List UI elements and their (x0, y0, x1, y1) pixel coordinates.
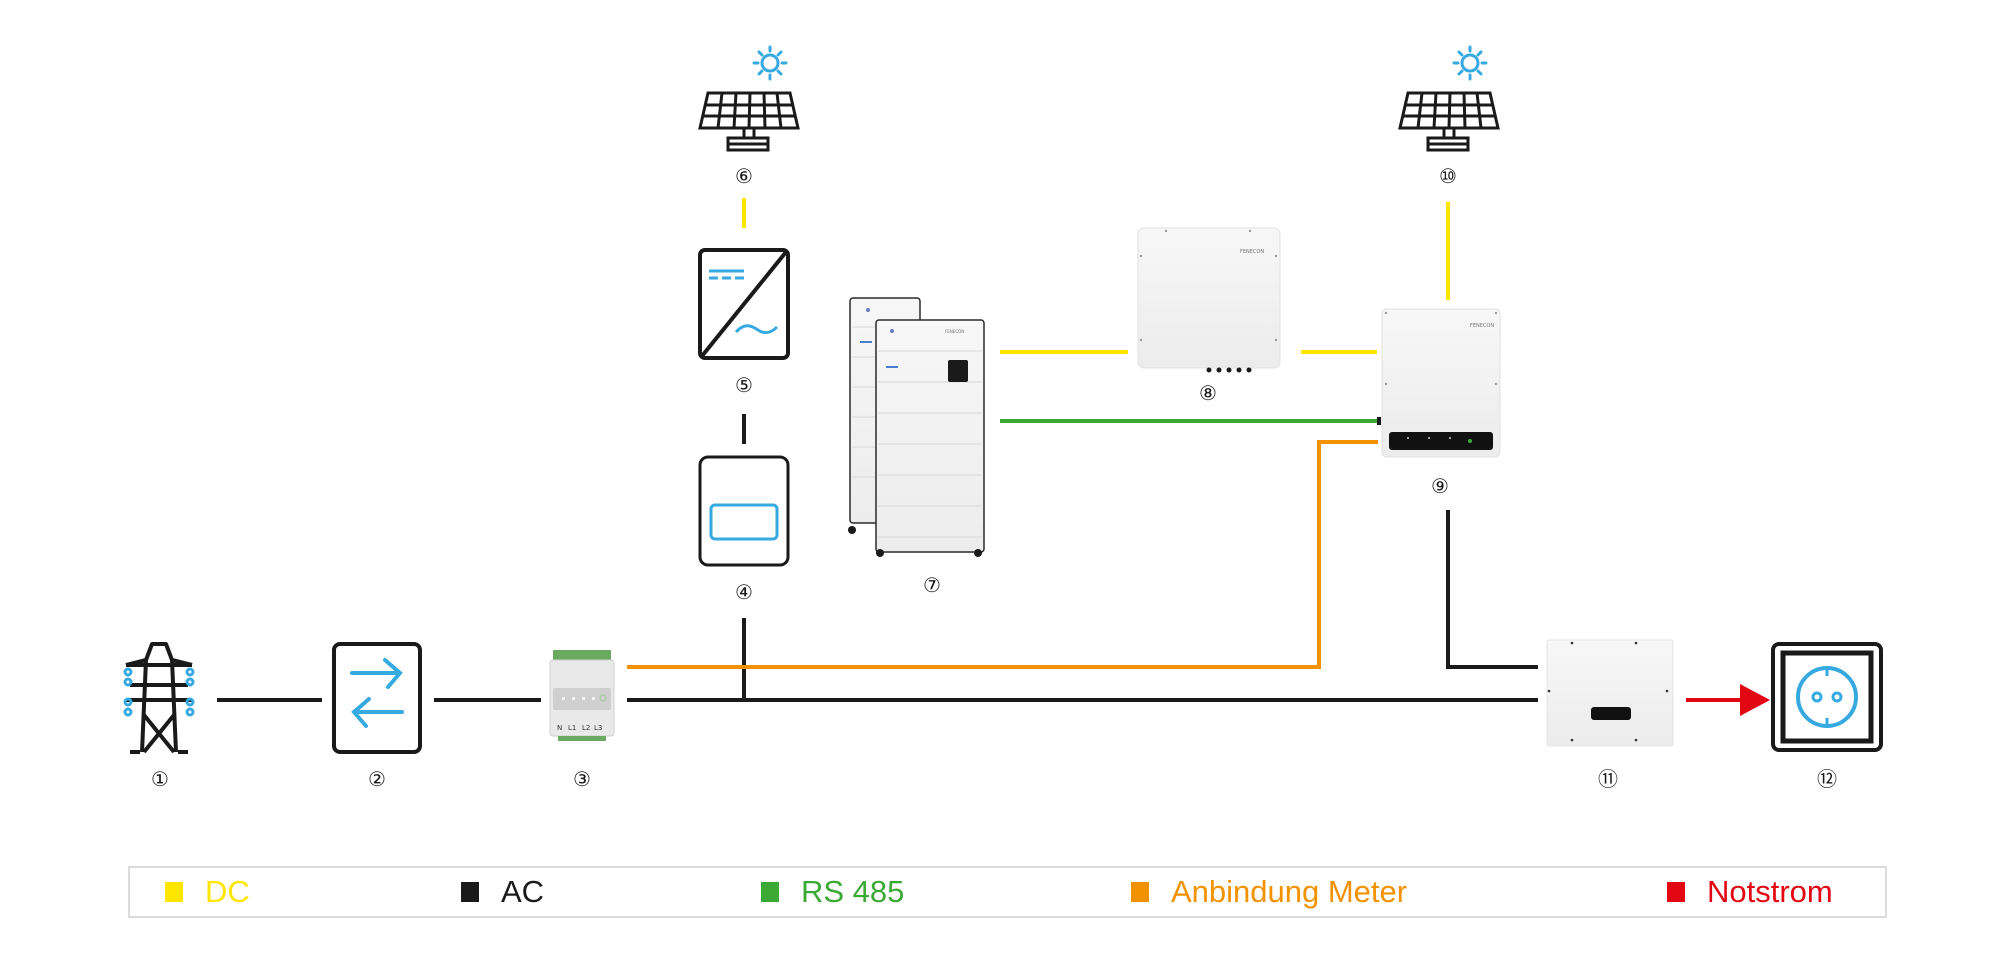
legend-label-meter: Anbindung Meter (1171, 874, 1408, 909)
legend-item-dc: DC (165, 868, 250, 916)
legend-item-rs485: RS 485 (761, 868, 904, 916)
legend-label-backup: Notstrom (1707, 874, 1833, 909)
legend-item-backup: Notstrom (1667, 868, 1833, 916)
legend-swatch-meter (1131, 882, 1149, 902)
component-number-9: ⑨ (1431, 474, 1449, 498)
legend-item-ac: AC (461, 868, 544, 916)
grid-pylon-icon (123, 642, 195, 754)
hybrid-inverter-brand: FENECON (1470, 323, 1494, 329)
legend-swatch-backup (1667, 882, 1685, 902)
pv-inverter-icon (698, 248, 790, 360)
component-number-12: ⑫ (1817, 767, 1837, 791)
component-number-1: ① (151, 767, 169, 791)
component-number-11: ⑪ (1598, 767, 1618, 791)
component-number-4: ④ (735, 580, 753, 604)
legend-item-meter: Anbindung Meter (1131, 868, 1407, 916)
meter-terminal-n: N (557, 724, 562, 732)
energy-meter-device: N L1 L2 L3 (549, 650, 615, 741)
legend-label-ac: AC (501, 874, 545, 909)
component-number-6: ⑥ (735, 164, 753, 188)
meter-box-icon (698, 455, 790, 567)
backup-box-device (1546, 639, 1674, 747)
solar-panel-icon-6 (698, 45, 800, 152)
legend-swatch-ac (461, 882, 479, 902)
component-number-5: ⑤ (735, 373, 753, 397)
component-number-2: ② (368, 767, 386, 791)
legend-swatch-dc (165, 882, 183, 902)
ac-line-9-11 (1446, 510, 1538, 669)
solar-panel-icon-10 (1398, 45, 1500, 152)
meter-terminal-l3: L3 (594, 724, 602, 732)
hybrid-inverter-device: FENECON (1377, 308, 1501, 458)
component-number-3: ③ (573, 767, 591, 791)
battery-inverter-device: FENECON (1137, 227, 1281, 373)
battery-inverter-brand: FENECON (1240, 249, 1264, 255)
sun-icon (1452, 45, 1488, 81)
backup-arrow-head (1740, 684, 1770, 716)
legend-label-rs485: RS 485 (801, 874, 905, 909)
bidirectional-meter-icon (332, 642, 422, 754)
battery-stack-device: FENECON (848, 297, 985, 557)
component-number-7: ⑦ (923, 573, 941, 597)
socket-icon (1771, 642, 1883, 752)
legend-label-dc: DC (205, 874, 250, 909)
meter-line-3-9 (627, 440, 1378, 669)
legend-swatch-rs485 (761, 882, 779, 902)
component-number-10: ⑩ (1439, 164, 1457, 188)
connections (217, 198, 1770, 716)
sun-icon (752, 45, 788, 81)
component-number-8: ⑧ (1199, 381, 1217, 405)
legend: DC AC RS 485 Anbindung Meter Notstrom (128, 866, 1887, 918)
battery-brand: FENECON (945, 329, 964, 334)
meter-terminal-l2: L2 (582, 724, 590, 732)
meter-terminal-l1: L1 (568, 724, 576, 732)
